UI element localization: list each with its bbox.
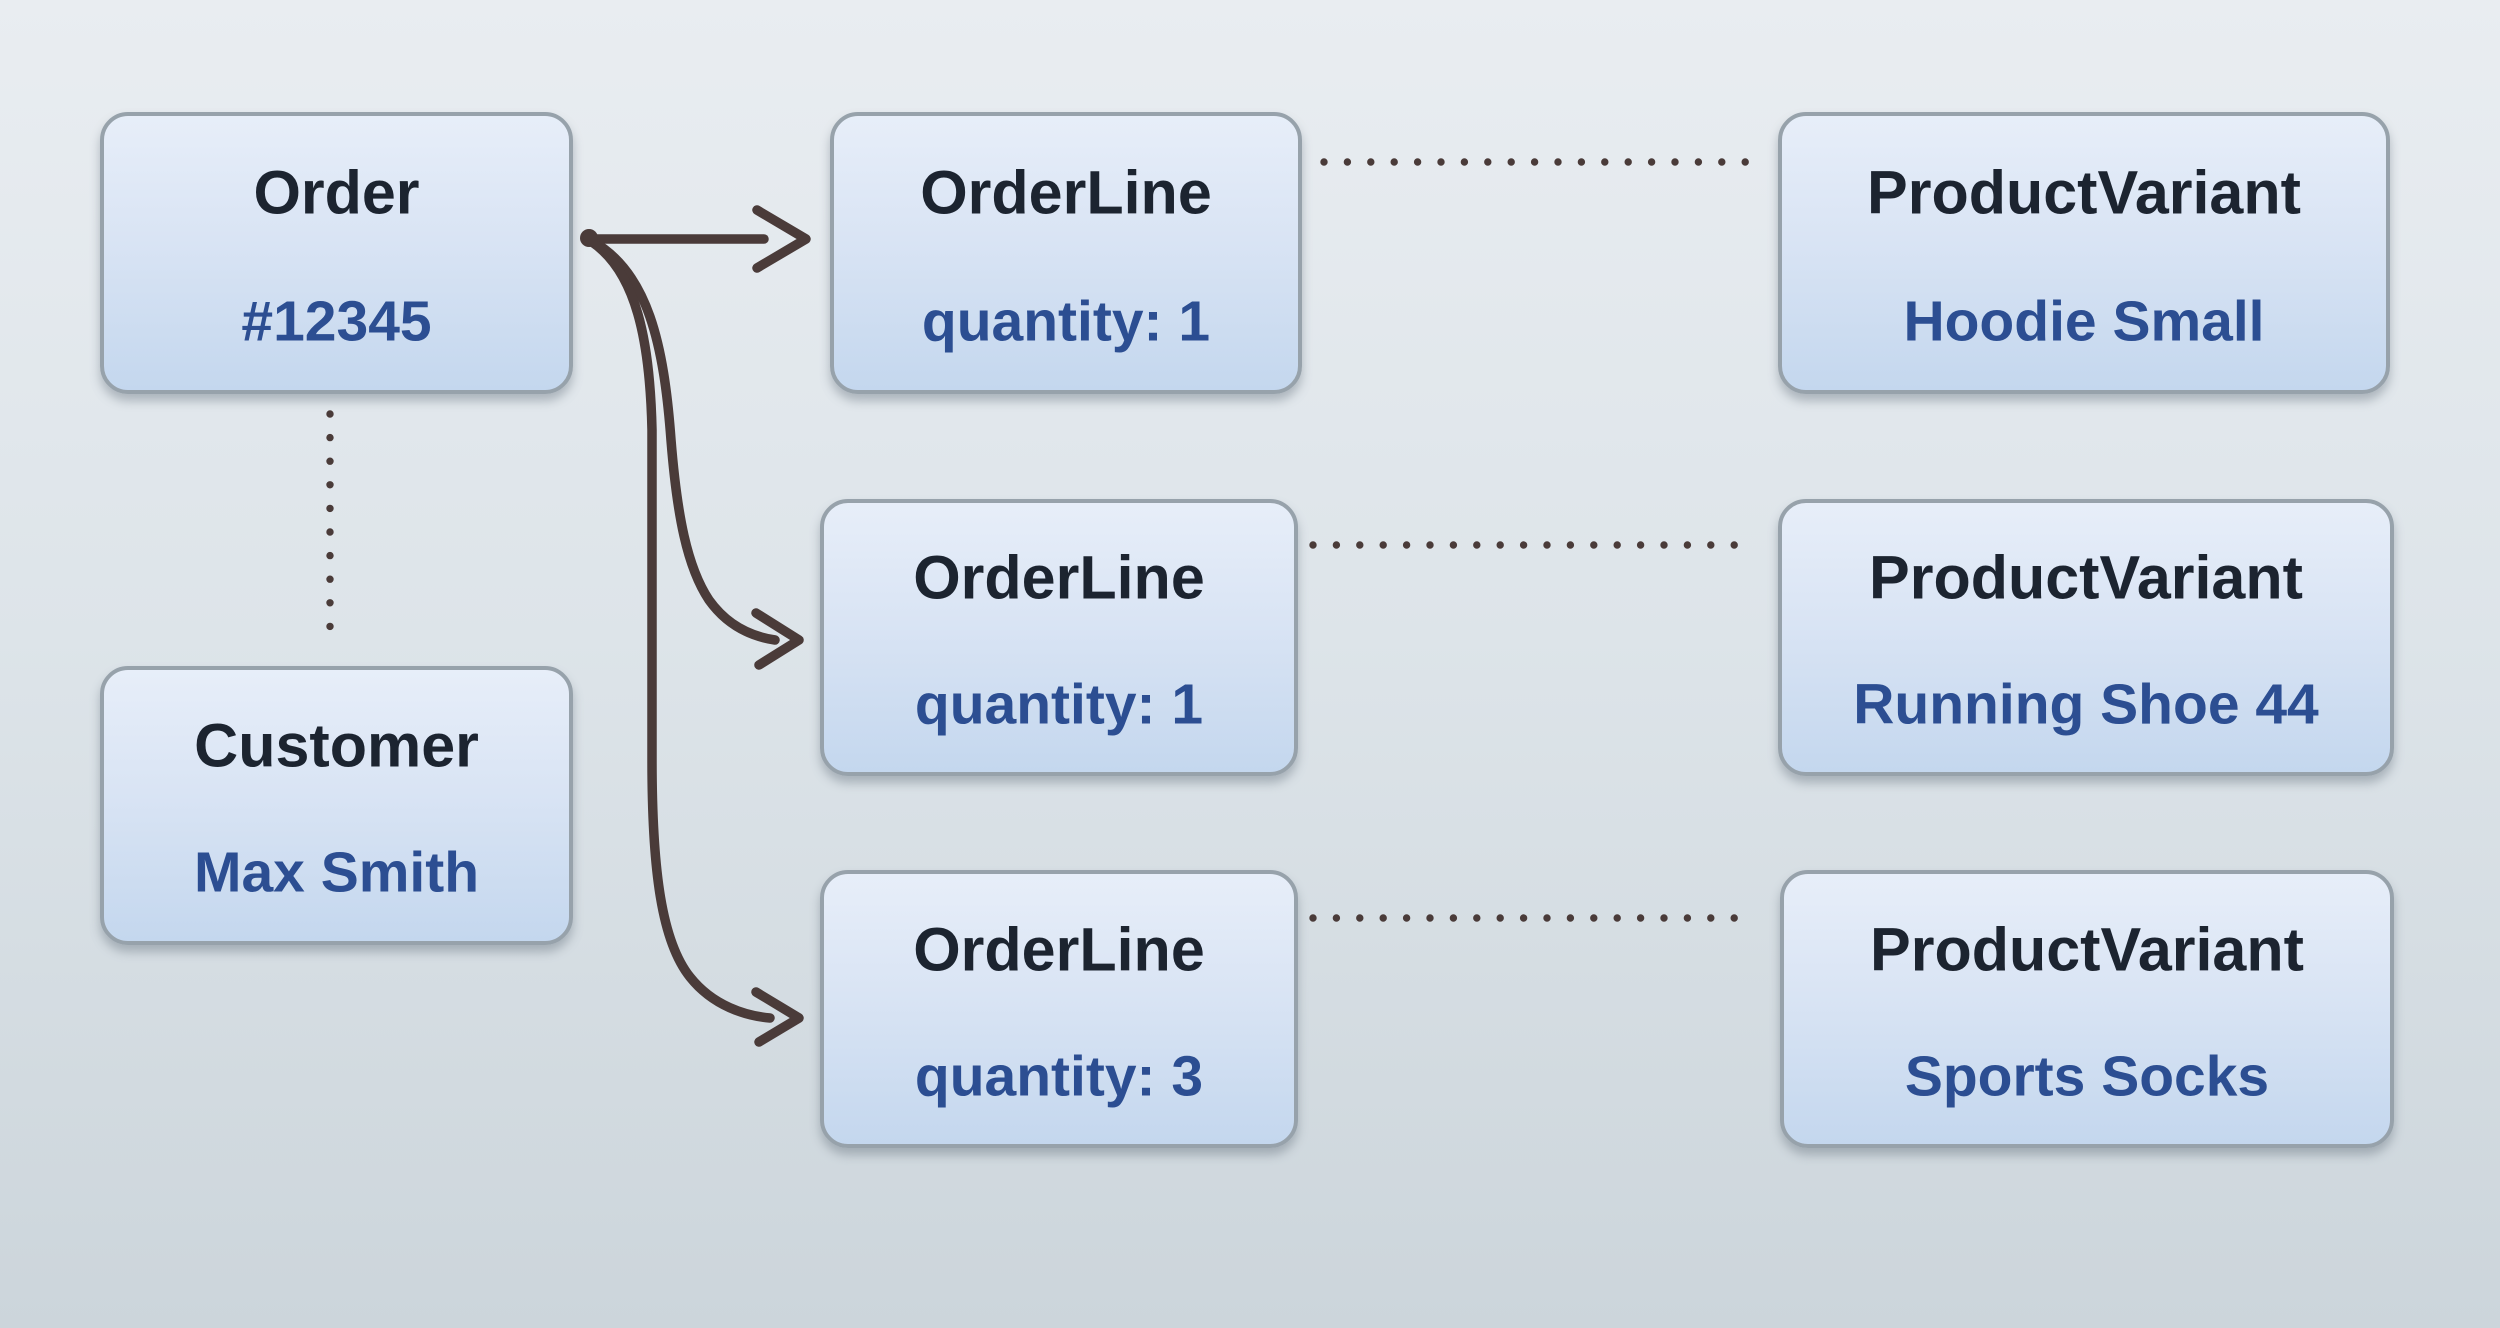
node-orderline-3-title: OrderLine xyxy=(913,915,1205,984)
node-orderline-3: OrderLine quantity: 3 xyxy=(820,870,1298,1148)
node-orderline-1-value: quantity: 1 xyxy=(921,289,1211,353)
node-productvariant-3-title: ProductVariant xyxy=(1870,915,2304,984)
node-orderline-1: OrderLine quantity: 1 xyxy=(830,112,1302,394)
node-productvariant-3: ProductVariant Sports Socks xyxy=(1780,870,2394,1148)
node-order-title: Order xyxy=(253,158,420,227)
node-productvariant-1-value: Hoodie Small xyxy=(1903,289,2265,353)
node-productvariant-1: ProductVariant Hoodie Small xyxy=(1778,112,2390,394)
arrow-order-orderline2 xyxy=(587,236,780,645)
node-customer: Customer Max Smith xyxy=(100,666,573,945)
node-productvariant-1-title: ProductVariant xyxy=(1867,158,2301,227)
arrow-order-orderline1-head xyxy=(752,205,811,273)
node-order-value: #12345 xyxy=(241,289,432,353)
arrow-origin-knob xyxy=(580,229,598,247)
node-orderline-2: OrderLine quantity: 1 xyxy=(820,499,1298,776)
arrow-order-orderline3 xyxy=(587,237,775,1023)
node-orderline-3-value: quantity: 3 xyxy=(914,1044,1204,1108)
node-orderline-1-title: OrderLine xyxy=(920,158,1212,227)
node-productvariant-3-value: Sports Socks xyxy=(1904,1044,2270,1108)
node-orderline-2-title: OrderLine xyxy=(913,543,1205,612)
node-customer-title: Customer xyxy=(194,711,479,780)
node-productvariant-2-title: ProductVariant xyxy=(1869,543,2303,612)
node-order: Order #12345 xyxy=(100,112,573,394)
arrow-order-orderline2-head xyxy=(751,608,804,670)
node-productvariant-2: ProductVariant Running Shoe 44 xyxy=(1778,499,2394,776)
node-productvariant-2-value: Running Shoe 44 xyxy=(1853,672,2319,737)
node-customer-value: Max Smith xyxy=(193,840,480,905)
node-orderline-2-value: quantity: 1 xyxy=(914,672,1204,737)
arrow-order-orderline3-head xyxy=(751,987,804,1047)
